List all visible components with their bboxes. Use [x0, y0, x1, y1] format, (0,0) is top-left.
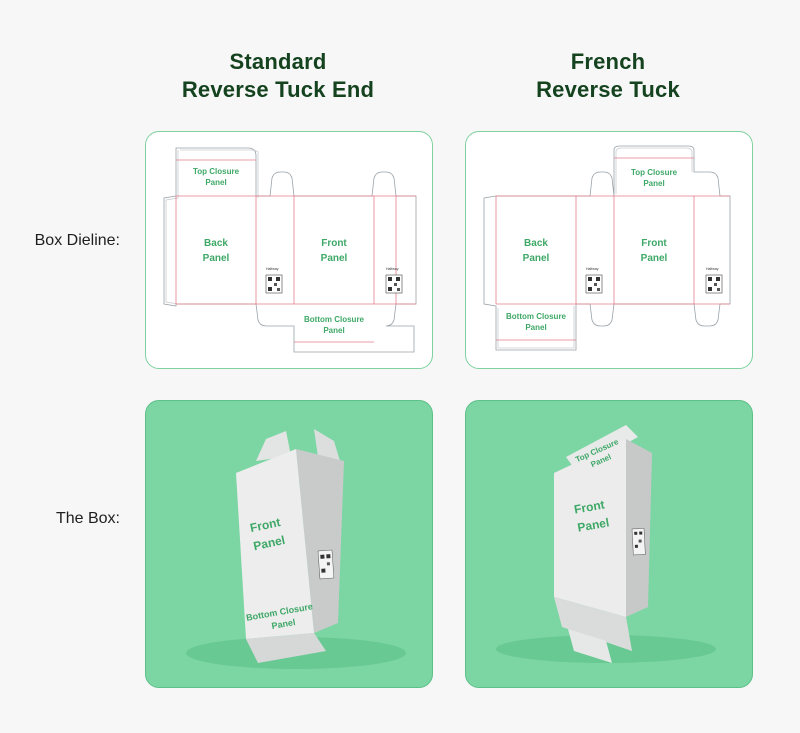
standard-cut-outline [163, 147, 417, 353]
french-dieline-card: Top Closure Panel Back Panel Front Panel… [465, 131, 753, 369]
top-tuck-flap [256, 431, 291, 461]
standard-front-label-1: Front [321, 238, 347, 249]
standard-box-front-2: Panel [252, 533, 286, 553]
standard-cut-outline-inner [165, 149, 259, 305]
logo-text: Halfway [586, 267, 599, 271]
standard-fold-lines [175, 159, 416, 343]
french-cut-outline-inner [497, 147, 693, 349]
standard-front-qr: Halfway [385, 267, 403, 294]
bottom-inner-flap [568, 629, 612, 663]
standard-bottom-label-2: Panel [323, 326, 344, 335]
standard-dieline-card: Top Closure Panel Back Panel Front Panel… [145, 131, 433, 369]
standard-title-line2: Reverse Tuck End [181, 77, 375, 102]
french-front-label-2: Panel [641, 253, 668, 264]
french-fold-lines [495, 157, 730, 341]
french-side-qr: Halfway [585, 267, 603, 294]
french-front-label-1: Front [641, 238, 667, 249]
standard-side-qr: Halfway [265, 267, 283, 294]
box-front-panel [236, 449, 314, 639]
standard-title-line1: Standard [229, 49, 327, 74]
standard-box-front-1: Front [249, 515, 282, 535]
box-qr-code [317, 549, 335, 580]
logo-text: Halfway [386, 267, 399, 271]
dieline-row-label: Box Dieline: [34, 232, 120, 249]
box-row-label: The Box: [55, 510, 120, 527]
french-box-front-1: Front [573, 498, 606, 517]
box-side-panel [296, 449, 344, 633]
standard-box-bottom-2: Panel [271, 617, 296, 631]
logo-text: Halfway [266, 267, 279, 271]
standard-back-label-2: Panel [203, 253, 230, 264]
standard-box-illustration: Front Panel Bottom Closure Panel [186, 429, 406, 669]
box-qr-code [631, 528, 646, 556]
standard-box-card: Front Panel Bottom Closure Panel [145, 400, 433, 688]
standard-front-label-2: Panel [321, 253, 348, 264]
logo-text: Halfway [706, 267, 719, 271]
french-title-line1: French [570, 49, 646, 74]
french-top-label-2: Panel [643, 179, 664, 188]
bottom-closure-flap [246, 633, 326, 663]
french-box-illustration: Top Closure Panel Front Panel [496, 425, 716, 663]
french-box-card: Top Closure Panel Front Panel [465, 400, 753, 688]
box-side-panel [626, 439, 652, 617]
french-front-qr: Halfway [705, 267, 723, 294]
french-dieline-diagram: Top Closure Panel Back Panel Front Panel… [483, 145, 731, 351]
french-bottom-label-1: Bottom Closure [506, 312, 567, 321]
french-top-label-1: Top Closure [631, 168, 678, 177]
standard-top-label-2: Panel [205, 178, 226, 187]
french-column-title: French Reverse Tuck [458, 48, 758, 104]
french-back-label-2: Panel [523, 253, 550, 264]
french-title-line2: Reverse Tuck [536, 77, 680, 102]
french-box-front-2: Panel [576, 515, 610, 534]
french-back-label-1: Back [524, 238, 548, 249]
standard-column-title: Standard Reverse Tuck End [128, 48, 428, 104]
french-bottom-label-2: Panel [525, 323, 546, 332]
standard-dieline-diagram: Top Closure Panel Back Panel Front Panel… [163, 147, 417, 353]
standard-back-label-1: Back [204, 238, 228, 249]
standard-bottom-label-1: Bottom Closure [304, 315, 365, 324]
box-front-panel [554, 439, 626, 617]
bottom-tuck-flap [554, 597, 632, 651]
french-cut-outline [483, 145, 731, 351]
top-dust-flap [314, 429, 340, 461]
standard-top-label-1: Top Closure [193, 167, 240, 176]
